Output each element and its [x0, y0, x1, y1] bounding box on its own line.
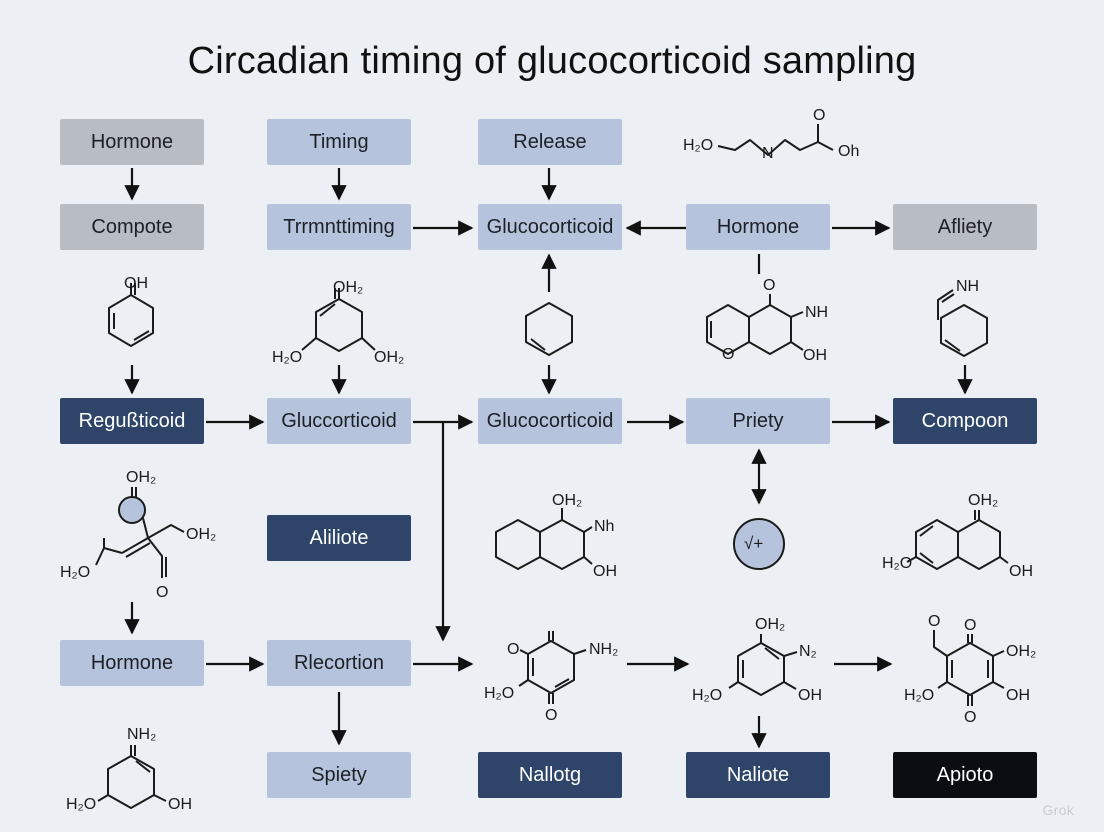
chem-label: OH₂	[374, 349, 405, 366]
chem-label: H₂O	[683, 137, 714, 154]
reaction-circle	[733, 518, 785, 570]
box-hormone-2: Hormone	[686, 204, 830, 250]
box-glucocorticoid-top: Glucocorticoid	[478, 204, 622, 250]
chem-label: OH	[1006, 687, 1030, 704]
chem-label: O	[156, 584, 169, 601]
box-naliote: Naliote	[686, 752, 830, 798]
chem-label: OH	[124, 275, 148, 292]
chem-label: H₂O	[60, 564, 91, 581]
box-rlecortion: Rlecortion	[267, 640, 411, 686]
box-hormone-1: Hormone	[60, 119, 204, 165]
chem-label: OH₂	[552, 492, 583, 509]
chem-label: OH₂	[126, 469, 157, 486]
chem-label: N	[762, 145, 774, 162]
chem-label: OH	[168, 796, 192, 813]
arrows	[124, 168, 973, 749]
chem-label: NH₂	[127, 726, 157, 743]
chem-label: H₂O	[692, 687, 723, 704]
box-trrmnttiming: Trrmnttiming	[267, 204, 411, 250]
amine-ring-structure	[97, 745, 167, 809]
chem-label: O	[928, 613, 941, 630]
box-timing: Timing	[267, 119, 411, 165]
chem-label: OH	[1009, 563, 1033, 580]
box-spiety: Spiety	[267, 752, 411, 798]
cyclohexene-structure	[301, 288, 376, 352]
chem-label: O	[545, 707, 558, 724]
quinone-structure-3	[933, 630, 1005, 706]
box-nallotg: Nallotg	[478, 752, 622, 798]
chem-label: O	[964, 709, 977, 726]
chem-label: Nh	[594, 518, 615, 535]
chem-label: H₂O	[272, 349, 303, 366]
chem-label: H₂O	[904, 687, 935, 704]
box-glucocorticoid-mid: Glucocorticoid	[478, 398, 622, 444]
chem-label: OH₂	[1006, 643, 1037, 660]
chem-label: O	[722, 346, 735, 363]
box-afliety: Afliety	[893, 204, 1037, 250]
vinyl-cyclohexene-structure	[937, 289, 988, 357]
quinone-structure-1	[518, 631, 587, 704]
box-priety: Priety	[686, 398, 830, 444]
chain-structure	[717, 124, 834, 156]
chem-label: O	[763, 277, 776, 294]
chem-label: OH₂	[968, 492, 999, 509]
box-release: Release	[478, 119, 622, 165]
tetralin-structure	[495, 508, 593, 570]
box-reguticoid: Regußticoid	[60, 398, 204, 444]
watermark: Grok	[1042, 802, 1074, 818]
fused-aromatic-structure	[906, 510, 1009, 570]
box-hormone-3: Hormone	[60, 640, 204, 686]
chem-label: OH₂	[186, 526, 217, 543]
chem-label: OH	[803, 347, 827, 364]
box-aliliote: Aliliote	[267, 515, 411, 561]
chem-label: OH₂	[755, 616, 786, 633]
page-title: Circadian timing of glucocorticoid sampl…	[187, 40, 917, 82]
chem-label: NH	[956, 278, 980, 295]
benzene-oh-structure	[108, 283, 154, 347]
box-gluccorticoid: Gluccorticoid	[267, 398, 411, 444]
chem-label: NH₂	[589, 641, 619, 658]
branched-structure	[95, 487, 185, 578]
chem-label: O	[507, 641, 520, 658]
chem-label: O	[813, 107, 826, 124]
box-compote: Compote	[60, 204, 204, 250]
cyclohexene-simple-structure	[525, 302, 573, 356]
chem-label: H₂O	[66, 796, 97, 813]
pyran-fused-structure	[706, 294, 804, 355]
chem-label: OH	[593, 563, 617, 580]
chem-label: H₂O	[882, 555, 913, 572]
chem-label: O	[964, 617, 977, 634]
chem-label: H₂O	[484, 685, 515, 702]
chem-label: OH	[798, 687, 822, 704]
box-apioto: Apiotο	[893, 752, 1037, 798]
chem-label: NH	[805, 304, 829, 321]
quinone-structure-2	[728, 634, 798, 696]
circle-symbol: √+	[744, 534, 764, 553]
chem-label: Oh	[838, 143, 860, 160]
chem-label: N₂	[799, 643, 817, 660]
chem-label: OH₂	[333, 279, 364, 296]
box-compoon: Compoon	[893, 398, 1037, 444]
